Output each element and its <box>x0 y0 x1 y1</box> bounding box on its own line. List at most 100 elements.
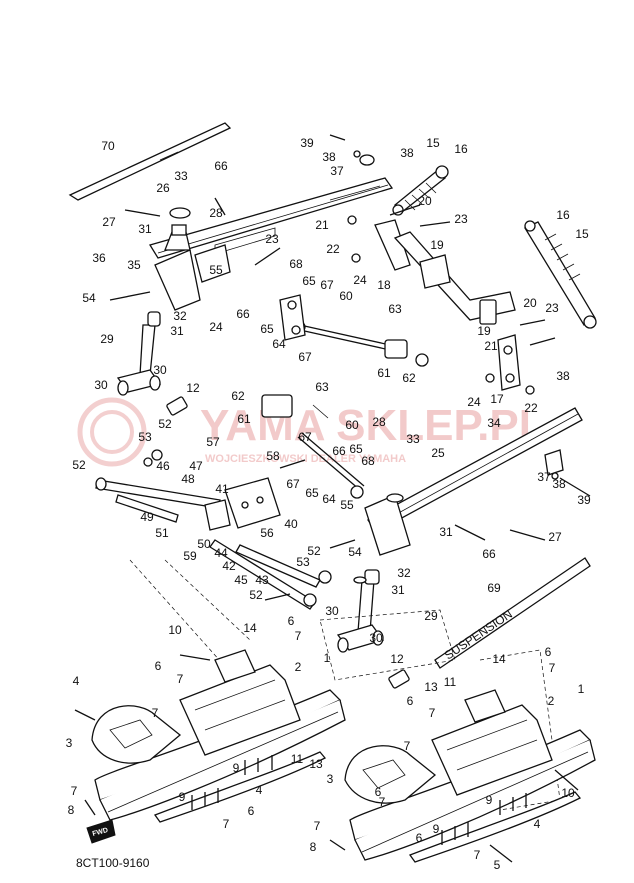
callout-20: 20 <box>418 194 432 208</box>
callout-53: 53 <box>138 430 152 444</box>
callout-30: 30 <box>94 378 108 392</box>
callout-32: 32 <box>397 566 411 580</box>
callout-14: 14 <box>492 652 506 666</box>
fwd-badge: FWD <box>92 827 109 838</box>
callout-31: 31 <box>439 525 453 539</box>
callout-6: 6 <box>545 645 552 659</box>
link-rod-left <box>279 294 306 341</box>
callout-31: 31 <box>170 324 184 338</box>
callout-51: 51 <box>155 526 169 540</box>
callout-67: 67 <box>286 477 300 491</box>
callout-62: 62 <box>231 389 245 403</box>
callout-7: 7 <box>223 817 230 831</box>
decal-banner-69: SUSPENSION <box>434 557 591 669</box>
callout-60: 60 <box>345 418 359 432</box>
callout-24: 24 <box>353 273 367 287</box>
callout-21: 21 <box>315 218 329 232</box>
callout-7: 7 <box>71 784 78 798</box>
callout-9: 9 <box>233 761 240 775</box>
callout-48: 48 <box>181 472 195 486</box>
callout-65: 65 <box>305 486 319 500</box>
callout-65: 65 <box>302 274 316 288</box>
callout-39: 39 <box>577 493 591 507</box>
callout-17: 17 <box>490 392 504 406</box>
callout-66: 66 <box>482 547 496 561</box>
callout-38: 38 <box>400 146 414 160</box>
callout-1: 1 <box>324 651 331 665</box>
callout-10: 10 <box>168 623 182 637</box>
callout-40: 40 <box>284 517 298 531</box>
callout-50: 50 <box>197 537 211 551</box>
callout-63: 63 <box>388 302 402 316</box>
callout-28: 28 <box>372 415 386 429</box>
callout-69: 69 <box>487 581 501 595</box>
callout-39: 39 <box>300 136 314 150</box>
left-ski-assembly: FWD <box>86 649 346 844</box>
callout-10: 10 <box>561 786 575 800</box>
callout-36: 36 <box>92 251 106 265</box>
callout-9: 9 <box>179 790 186 804</box>
callout-25: 25 <box>431 446 445 460</box>
shock-bracket-17 <box>497 334 521 391</box>
callout-19: 19 <box>430 238 444 252</box>
callout-61: 61 <box>237 412 251 426</box>
callout-8: 8 <box>310 840 317 854</box>
callout-62: 62 <box>402 371 416 385</box>
callout-9: 9 <box>486 793 493 807</box>
decal-strip-70 <box>68 122 232 201</box>
callout-3: 3 <box>66 736 73 750</box>
fasteners <box>74 134 591 863</box>
callout-43: 43 <box>255 573 269 587</box>
callout-41: 41 <box>215 482 229 496</box>
callout-15: 15 <box>426 136 440 150</box>
callout-12: 12 <box>186 381 200 395</box>
callout-30: 30 <box>369 631 383 645</box>
callout-11: 11 <box>444 675 457 689</box>
callout-55: 55 <box>209 263 223 277</box>
callout-38: 38 <box>556 369 570 383</box>
callout-22: 22 <box>326 242 340 256</box>
callout-65: 65 <box>260 322 274 336</box>
callout-13: 13 <box>424 680 438 694</box>
callout-8: 8 <box>68 803 75 817</box>
callout-68: 68 <box>289 257 303 271</box>
callout-4: 4 <box>534 817 541 831</box>
callout-33: 33 <box>406 432 420 446</box>
callout-49: 49 <box>140 510 154 524</box>
callout-52: 52 <box>158 417 172 431</box>
watermark-title: YAMA SKLEP.PL <box>200 401 546 450</box>
callout-30: 30 <box>153 363 167 377</box>
callout-30: 30 <box>325 604 339 618</box>
callout-7: 7 <box>379 795 386 809</box>
callout-7: 7 <box>429 706 436 720</box>
callout-2: 2 <box>548 694 555 708</box>
callout-6: 6 <box>375 785 382 799</box>
callout-46: 46 <box>156 459 170 473</box>
diagram-code: 8CT100-9160 <box>76 856 150 870</box>
callout-12: 12 <box>390 652 404 666</box>
callout-6: 6 <box>416 831 423 845</box>
callout-15: 15 <box>575 227 589 241</box>
relay-plate <box>204 477 281 531</box>
callout-4: 4 <box>73 674 80 688</box>
callout-54: 54 <box>82 291 96 305</box>
callout-52: 52 <box>72 458 86 472</box>
callout-27: 27 <box>102 215 116 229</box>
right-ski-assembly <box>344 689 596 863</box>
watermark: YAMA SKLEP.PL WOJCIESZKOWSKI DEALER YAMA… <box>77 397 546 467</box>
callout-31: 31 <box>391 583 405 597</box>
callout-66: 66 <box>214 159 228 173</box>
callout-52: 52 <box>307 544 321 558</box>
callout-22: 22 <box>524 401 538 415</box>
callout-6: 6 <box>407 694 414 708</box>
callout-24: 24 <box>209 320 223 334</box>
callout-26: 26 <box>156 181 170 195</box>
callout-70: 70 <box>101 139 115 153</box>
watermark-subtitle: WOJCIESZKOWSKI DEALER YAMAHA <box>205 453 406 465</box>
callout-67: 67 <box>320 278 334 292</box>
shock-absorber-upper <box>392 165 449 216</box>
callout-42: 42 <box>222 559 236 573</box>
callout-52: 52 <box>249 588 263 602</box>
